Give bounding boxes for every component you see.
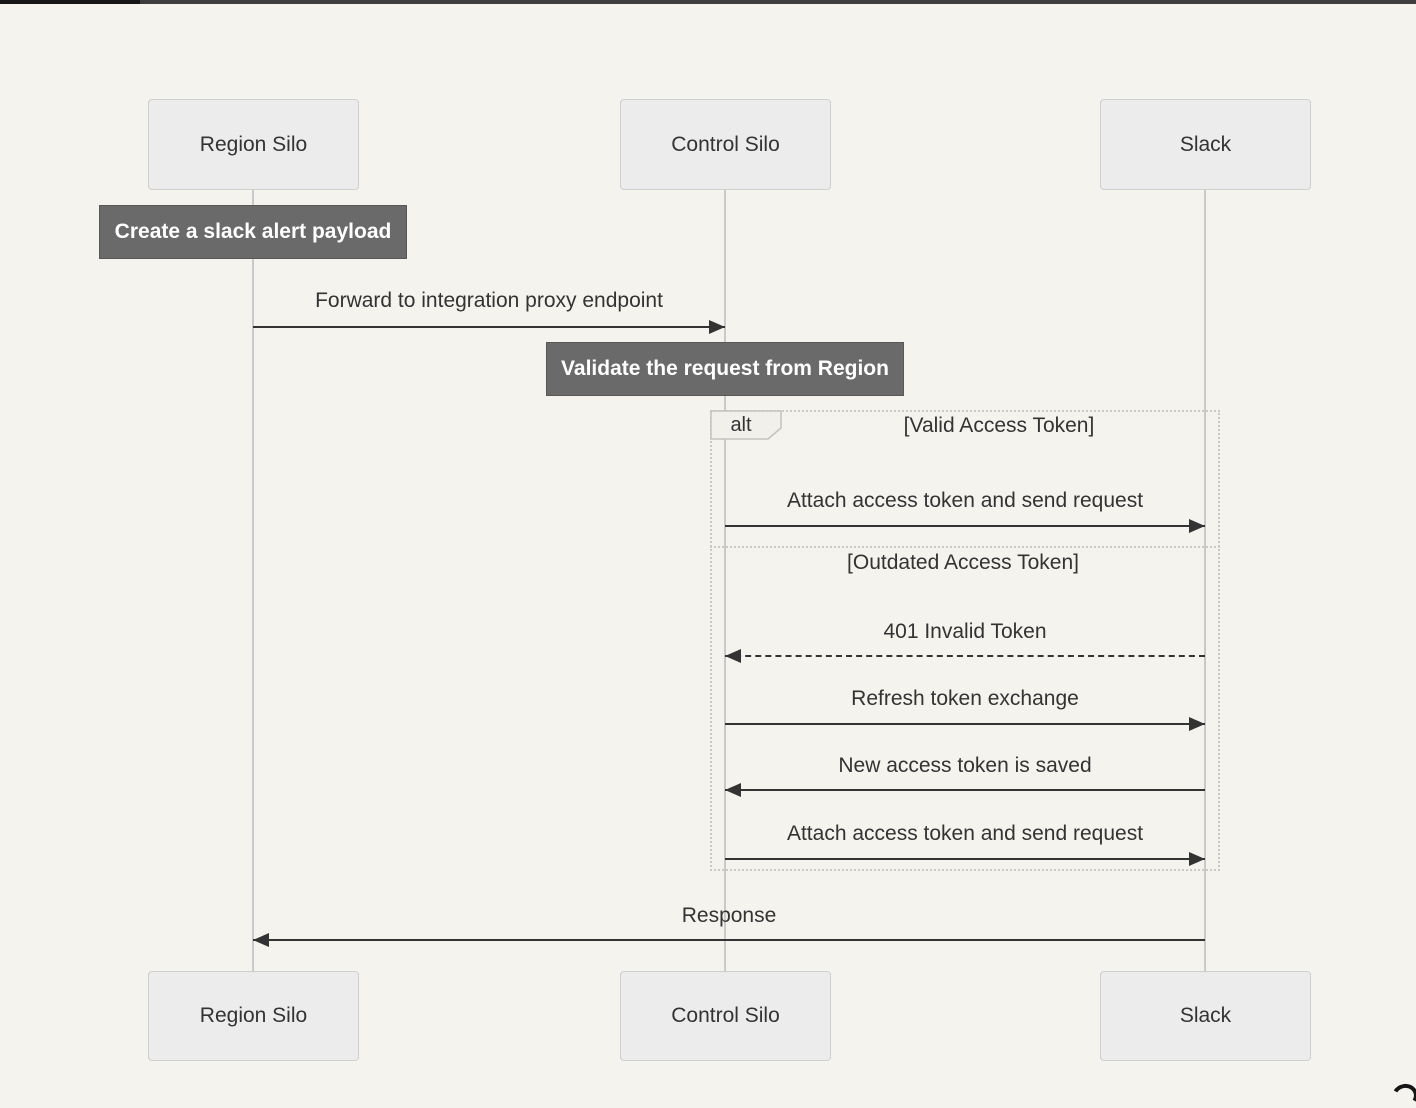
actor-label: Region Silo xyxy=(199,132,308,156)
actor-label: Slack xyxy=(1179,1004,1232,1027)
note-validate-request: Validate the request from Region xyxy=(546,342,904,396)
actor-slack-bottom: Slack xyxy=(1100,971,1311,1061)
actor-control-silo-top: Control Silo xyxy=(620,99,831,190)
alt-frame-label: alt xyxy=(710,410,782,440)
lifeline-control-silo xyxy=(724,190,726,971)
message-2-arrowhead xyxy=(1189,519,1205,533)
alt-frame xyxy=(710,410,1220,871)
message-2-text: Attach access token and send request xyxy=(786,489,1144,512)
actor-label: Slack xyxy=(1179,132,1232,156)
lifeline-region-silo xyxy=(252,190,254,971)
window-top-edge xyxy=(0,0,1416,4)
message-7-text: Response xyxy=(681,904,777,927)
alt-frame-divider xyxy=(710,546,1220,548)
note-text: Create a slack alert payload xyxy=(114,220,392,243)
message-3-arrowhead xyxy=(725,649,741,663)
window-top-edge-dark xyxy=(0,0,140,4)
alt-label-text: alt xyxy=(730,413,752,436)
message-3-line xyxy=(725,655,1205,657)
message-6-arrowhead xyxy=(1189,852,1205,866)
alt-guard-valid-token: [Valid Access Token] xyxy=(903,414,1095,437)
message-7-arrowhead xyxy=(253,933,269,947)
actor-slack-top: Slack xyxy=(1100,99,1311,190)
message-1-text: Forward to integration proxy endpoint xyxy=(315,289,663,312)
actor-region-silo-top: Region Silo xyxy=(148,99,359,190)
note-create-payload: Create a slack alert payload xyxy=(99,205,407,259)
actor-control-silo-bottom: Control Silo xyxy=(620,971,831,1061)
cursor-mark xyxy=(1389,1081,1416,1108)
message-5-line xyxy=(725,789,1205,791)
message-6-line xyxy=(725,858,1205,860)
message-1-line xyxy=(253,326,725,328)
actor-label: Region Silo xyxy=(199,1004,308,1027)
message-3-text: 401 Invalid Token xyxy=(883,620,1047,643)
message-7-line xyxy=(253,939,1205,941)
lifeline-slack xyxy=(1204,190,1206,971)
alt-guard-outdated-token: [Outdated Access Token] xyxy=(847,551,1079,574)
message-2-line xyxy=(725,525,1205,527)
message-6-text: Attach access token and send request xyxy=(786,822,1144,845)
message-4-text: Refresh token exchange xyxy=(851,687,1079,710)
actor-label: Control Silo xyxy=(671,132,780,156)
message-5-arrowhead xyxy=(725,783,741,797)
actor-label: Control Silo xyxy=(671,1004,780,1027)
alt-label-shape xyxy=(710,410,782,440)
message-4-line xyxy=(725,723,1205,725)
actor-region-silo-bottom: Region Silo xyxy=(148,971,359,1061)
message-5-text: New access token is saved xyxy=(838,754,1092,777)
note-text: Validate the request from Region xyxy=(561,357,889,380)
message-4-arrowhead xyxy=(1189,717,1205,731)
message-1-arrowhead xyxy=(709,320,725,334)
